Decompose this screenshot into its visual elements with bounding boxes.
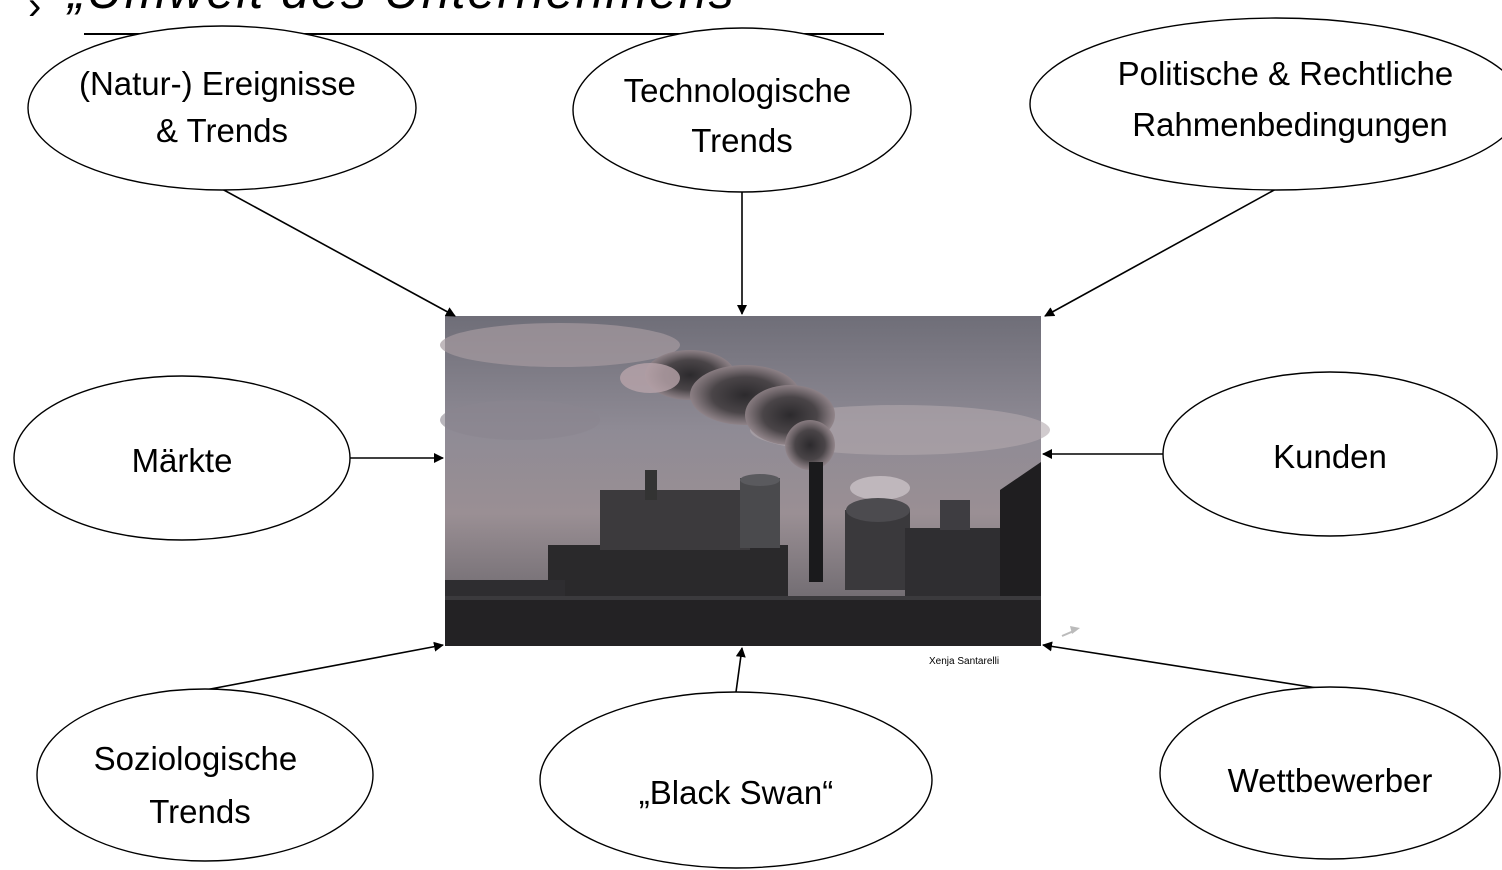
node-tech-line1: Technologische [624, 72, 852, 109]
arrow-sozio [204, 641, 444, 691]
arrow-politik [1044, 188, 1277, 317]
node-maerkte: Märkte [13, 375, 351, 541]
node-blackswan-line1: „Black Swan“ [639, 774, 833, 811]
page-title: „Umwelt des Unternehmens“ [68, 0, 754, 16]
svg-text:(Natur-) Ereignisse & Tr: (Natur-) Ereignisse & Trends [79, 65, 365, 149]
svg-text:Soziologische Trends: Soziologische Trends [94, 740, 307, 830]
arrows [204, 188, 1331, 693]
svg-text:„Black Swan“: „Black Swan“ [639, 774, 833, 811]
node-technologische-trends: Technologische Trends [572, 27, 912, 193]
svg-text:Technologische Trends: Technologische Trends [624, 72, 861, 159]
faint-arrow [1061, 626, 1080, 637]
node-politik-line2: Rahmenbedingungen [1132, 106, 1448, 143]
node-kunden: Kunden [1162, 371, 1498, 537]
arrow-blackswan [735, 647, 746, 693]
node-sozio-line1: Soziologische [94, 740, 298, 777]
node-natur-ereignisse: (Natur-) Ereignisse & Trends [27, 25, 417, 191]
node-soziologische-trends: Soziologische Trends [36, 688, 374, 862]
node-kunden-line1: Kunden [1273, 438, 1387, 475]
svg-text:Politische & Rechtliche: Politische & Rechtliche Rahmenbedingunge… [1118, 55, 1463, 143]
node-maerkte-line1: Märkte [132, 442, 233, 479]
title-underline [84, 33, 884, 35]
arrow-natur [221, 188, 456, 317]
image-credit: Xenja Santarelli [929, 656, 999, 667]
node-politik-line1: Politische & Rechtliche [1118, 55, 1454, 92]
node-black-swan: „Black Swan“ [539, 691, 933, 869]
node-politische-rahmenbedingungen: Politische & Rechtliche Rahmenbedingunge… [1029, 17, 1502, 191]
svg-text:Kunden: Kunden [1273, 438, 1387, 475]
node-wettbewerber-line1: Wettbewerber [1228, 762, 1433, 799]
factory-photo [440, 316, 1050, 646]
svg-text:Märkte: Märkte [132, 442, 233, 479]
node-sozio-line2: Trends [149, 793, 250, 830]
title-bullet: › [28, 0, 42, 28]
svg-text:Wettbewerber: Wettbewerber [1228, 762, 1433, 799]
node-natur-line1: (Natur-) Ereignisse [79, 65, 356, 102]
node-tech-line2: Trends [691, 122, 792, 159]
node-wettbewerber: Wettbewerber [1159, 686, 1501, 860]
arrow-wettbewerber [1042, 641, 1331, 691]
node-natur-line2: & Trends [156, 112, 288, 149]
